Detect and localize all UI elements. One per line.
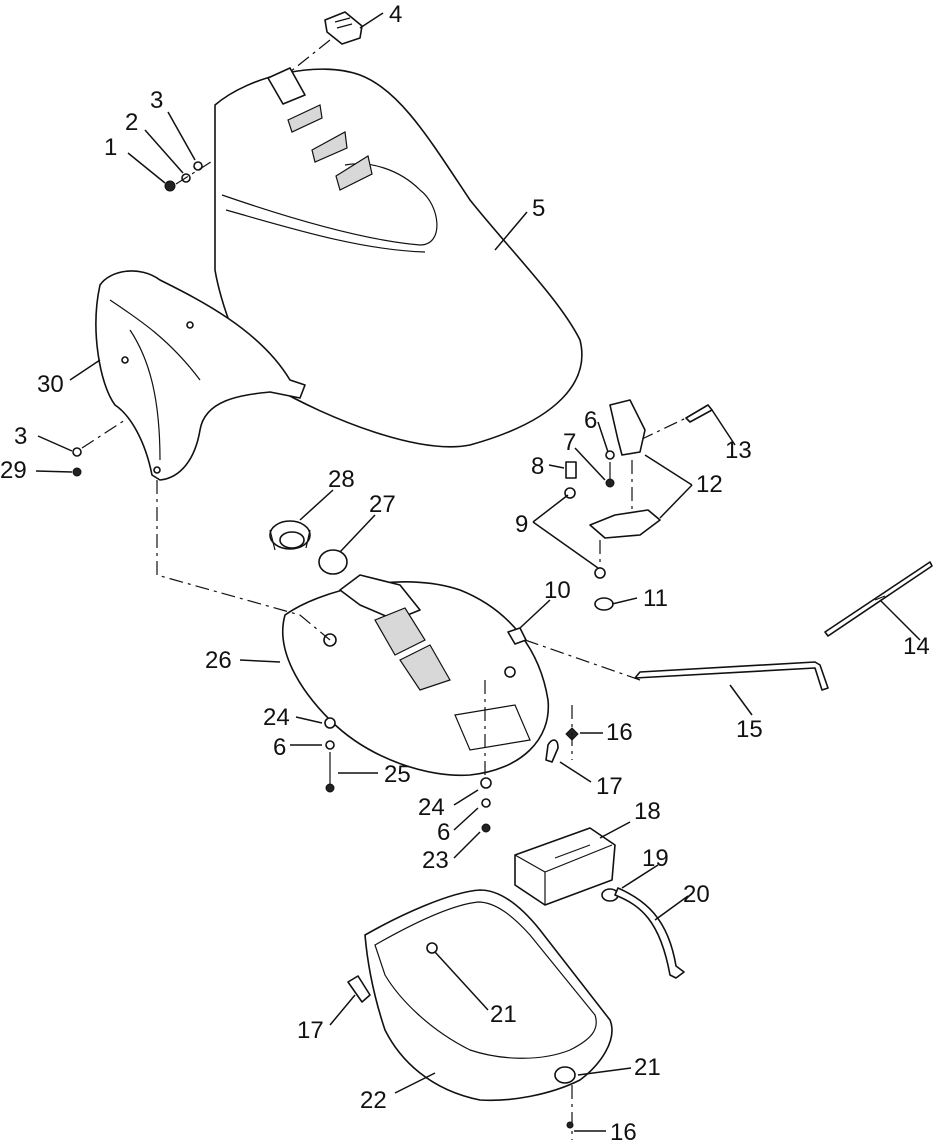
callout-21-outer: 21 [634,1054,661,1081]
callout-18: 18 [634,798,661,825]
fastener-set-left [72,419,126,477]
callout-6-left: 6 [273,734,286,761]
bottom-tray [347,889,613,1140]
clip-and-rod [507,627,829,691]
callout-9: 9 [515,511,528,538]
callout-24-left: 24 [263,704,290,731]
callout-3-left: 3 [14,423,27,450]
callout-23: 23 [422,847,449,874]
callout-13: 13 [725,437,752,464]
callout-17-lower: 17 [297,1017,324,1044]
callout-14: 14 [903,633,930,660]
fastener-set-right [564,450,615,611]
filler-cap [269,520,311,551]
callout-26: 26 [205,647,232,674]
leader-lines [35,12,921,1132]
fuel-tank [156,480,550,777]
callout-11: 11 [643,585,668,612]
callout-21-inner: 21 [490,1001,517,1028]
callout-6-right: 6 [584,407,597,434]
callout-10: 10 [544,577,571,604]
front-fender [95,270,306,481]
shaft [824,561,933,637]
callout-25: 25 [384,761,411,788]
callout-17-upper: 17 [596,773,623,800]
fastener-stack-center [480,680,492,833]
latch-part [289,11,363,73]
callout-28: 28 [328,466,355,493]
callout-20: 20 [683,881,710,908]
fastener-stack-left [324,717,336,793]
hose [601,887,685,979]
callout-27: 27 [369,491,396,518]
callout-8: 8 [531,453,544,480]
callout-12: 12 [696,471,723,498]
callout-1: 1 [104,134,117,161]
callout-16-lower: 16 [610,1119,637,1145]
callout-15: 15 [736,716,763,743]
fastener-16-17-upper [545,705,579,763]
callout-29: 29 [0,457,27,484]
callout-30: 30 [37,371,64,398]
callout-6-center: 6 [437,819,450,846]
storage-box [514,827,616,906]
callout-5: 5 [532,195,545,222]
pin [639,404,713,441]
callout-22: 22 [360,1087,387,1114]
callout-19: 19 [642,845,669,872]
callout-24-center: 24 [418,794,445,821]
callout-7: 7 [563,429,576,456]
callout-3-top: 3 [150,87,163,114]
plug [318,549,348,575]
callout-16-upper: 16 [606,719,633,746]
callout-4: 4 [389,1,402,28]
callout-2: 2 [125,109,138,136]
fastener-set-top [164,159,215,192]
brackets [589,399,661,539]
